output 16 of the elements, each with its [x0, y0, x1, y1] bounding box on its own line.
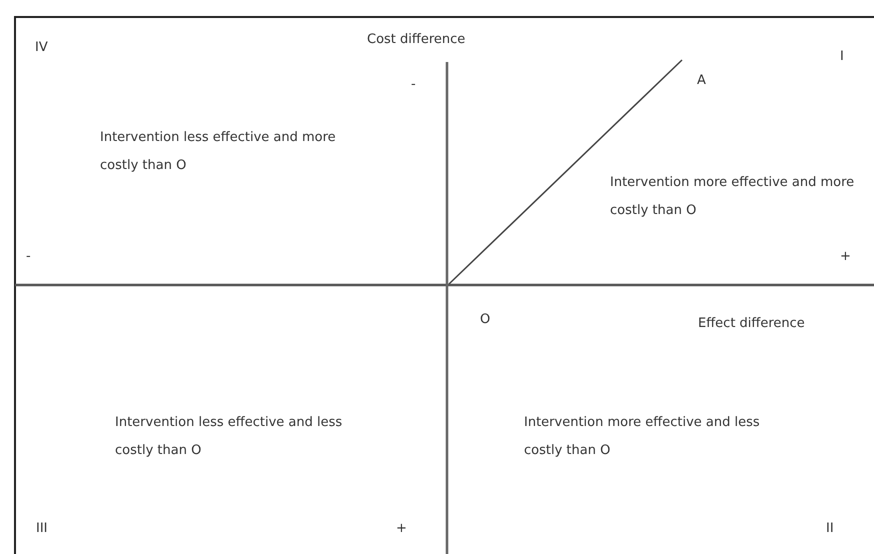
sign-label: - [26, 248, 31, 266]
sign-label: + [840, 248, 851, 266]
point-label: A [697, 72, 706, 90]
quadrant-description: Intervention less effective and less costly than O [115, 414, 344, 460]
origin-label: O [480, 311, 490, 329]
axis-label: Effect difference [698, 315, 805, 333]
sign-label: + [396, 520, 407, 538]
quadrant-number: I [840, 48, 844, 66]
quadrant-number: III [36, 520, 48, 538]
quadrant-description: Intervention less effective and more costly than O [100, 129, 337, 175]
quadrant-description: Intervention more effective and more costly than O [610, 174, 856, 220]
quadrant-number: IV [35, 39, 48, 57]
sign-label: - [411, 76, 416, 94]
quadrant-description: Intervention more effective and less costly than O [524, 414, 761, 460]
quadrant-number: II [826, 520, 834, 538]
axis-label: Cost difference [367, 31, 466, 49]
